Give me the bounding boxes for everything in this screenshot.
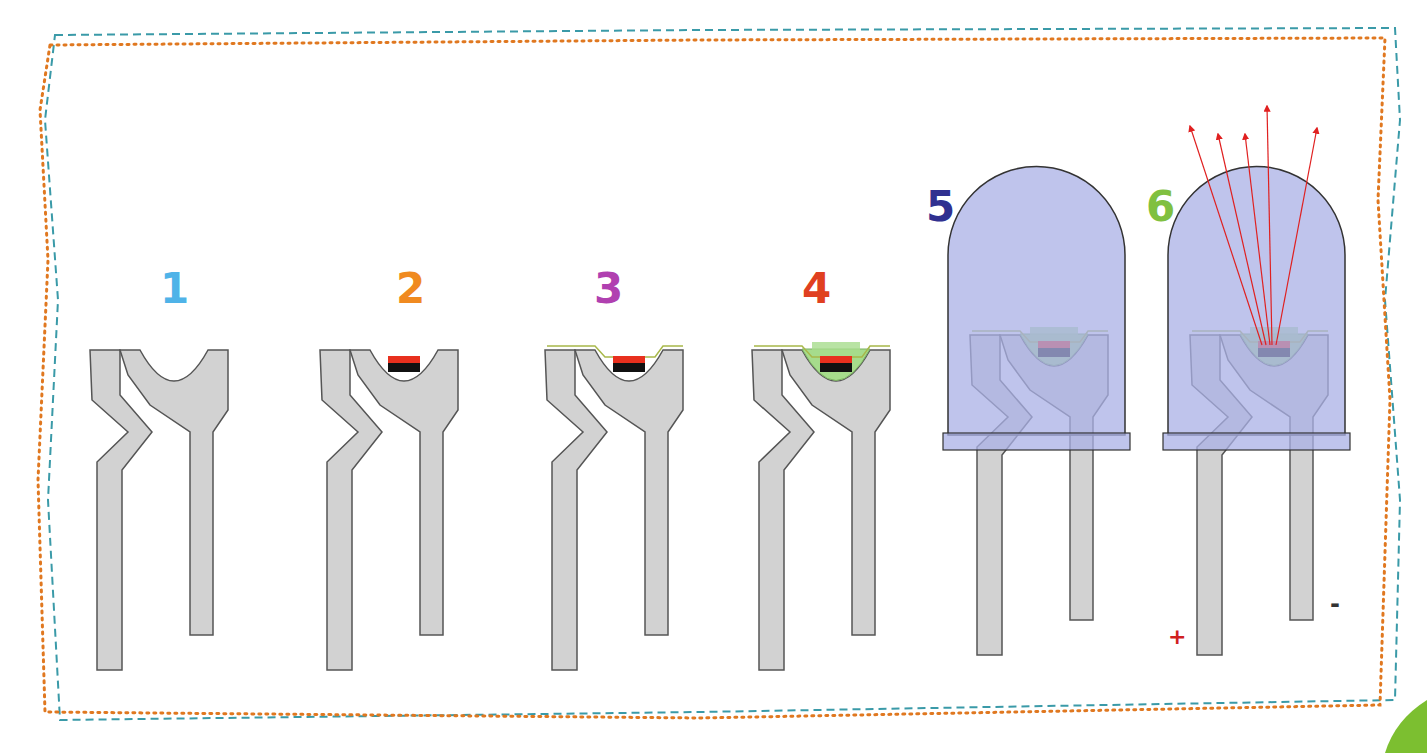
- step-number: 5: [926, 186, 955, 228]
- light-rays: [1190, 106, 1317, 345]
- polarity-sign: -: [1330, 592, 1340, 616]
- step-number: 1: [160, 268, 189, 310]
- corner-leaf: [1385, 700, 1427, 753]
- lead-frame-with-fill: [752, 342, 890, 670]
- dashed-border: [45, 28, 1400, 720]
- step-number: 2: [396, 268, 425, 310]
- dotted-border: [38, 38, 1390, 718]
- lit-led: [1163, 167, 1350, 656]
- lead-frame-with-wire: [545, 346, 683, 670]
- step-number: 4: [802, 268, 831, 310]
- step-number: 3: [594, 268, 623, 310]
- lead-frame-with-chip: [320, 350, 458, 670]
- lead-frame: [90, 350, 228, 670]
- step-number: 6: [1146, 186, 1175, 228]
- encapsulated-led: [943, 167, 1130, 656]
- polarity-sign: +: [1168, 626, 1186, 648]
